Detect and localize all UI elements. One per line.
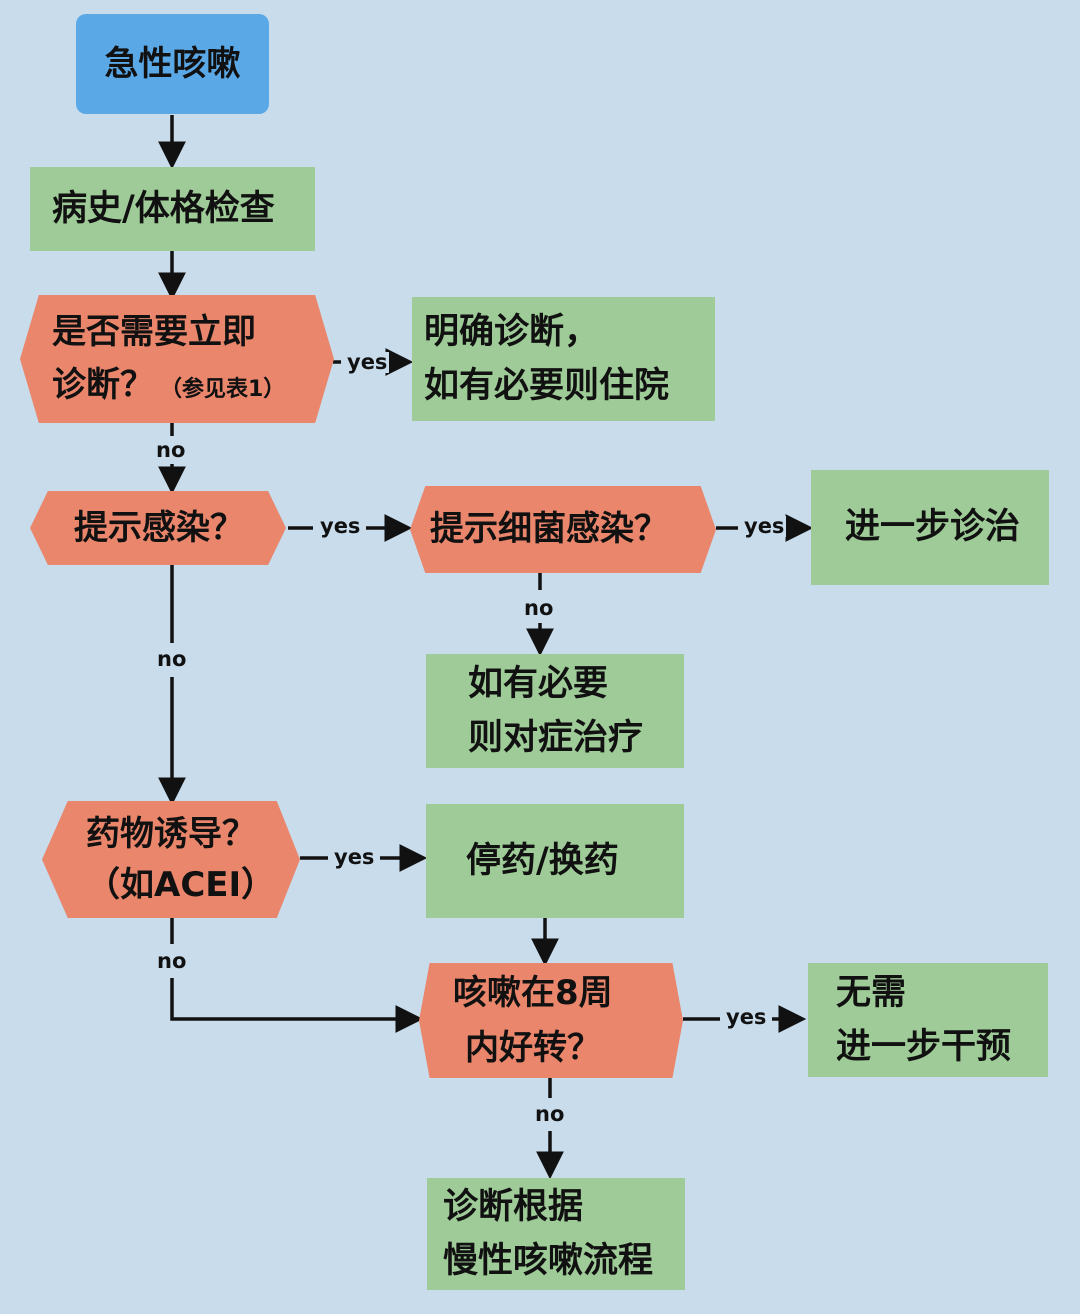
process-confirm-diagnosis-line2: 如有必要则住院 <box>424 366 670 406</box>
edge-label-yes: yes <box>345 350 390 374</box>
edge-label-no: no <box>522 596 556 620</box>
process-confirm-diagnosis-line1: 明确诊断， <box>424 311 600 352</box>
edge-label-yes: yes <box>742 514 787 538</box>
edge-label-no: no <box>154 438 188 462</box>
decision-improve-in-8-weeks-line1: 咳嗽在8周 <box>453 973 613 1014</box>
decision-suggest-infection: 提示感染？ <box>30 491 286 565</box>
decision-bacterial-infection-label: 提示细菌感染？ <box>430 509 668 550</box>
decision-immediate-diagnosis-question: 诊断？ <box>52 365 154 405</box>
process-stop-switch-drug-label: 停药/换药 <box>466 840 619 881</box>
decision-bacterial-infection: 提示细菌感染？ <box>410 486 716 573</box>
process-symptomatic-treatment: 如有必要 则对症治疗 <box>426 654 684 768</box>
process-chronic-cough-pathway-line1: 诊断根据 <box>443 1186 584 1227</box>
decision-drug-induced-line1: 药物诱导？ <box>86 813 256 854</box>
process-further-workup: 进一步诊治 <box>811 470 1049 585</box>
process-stop-switch-drug: 停药/换药 <box>426 804 684 918</box>
process-history-exam: 病史/体格检查 <box>30 167 315 251</box>
start-node-acute-cough: 急性咳嗽 <box>76 14 269 114</box>
edge-label-yes: yes <box>724 1005 769 1029</box>
decision-immediate-diagnosis: 是否需要立即 诊断？（参见表1） <box>20 295 334 423</box>
process-further-workup-label: 进一步诊治 <box>845 507 1021 548</box>
process-no-intervention-line2: 进一步干预 <box>836 1027 1012 1067</box>
start-node-label: 急性咳嗽 <box>104 43 241 84</box>
process-symptomatic-treatment-line2: 则对症治疗 <box>468 718 644 758</box>
edge-label-yes: yes <box>318 514 363 538</box>
decision-improve-in-8-weeks: 咳嗽在8周 内好转？ <box>419 963 683 1078</box>
edge-label-no: no <box>155 949 189 973</box>
process-history-exam-label: 病史/体格检查 <box>52 188 275 229</box>
decision-improve-in-8-weeks-line2: 内好转？ <box>465 1027 601 1068</box>
edge-label-no: no <box>155 647 189 671</box>
arrow-q4-no-head <box>170 978 424 1033</box>
decision-immediate-diagnosis-line2: 诊断？（参见表1） <box>52 359 334 412</box>
decision-reference-note: （参见表1） <box>160 377 286 402</box>
edge-label-yes: yes <box>332 845 377 869</box>
edge-label-no: no <box>533 1102 567 1126</box>
decision-drug-induced: 药物诱导？ （如ACEI） <box>42 801 300 918</box>
decision-immediate-diagnosis-line1: 是否需要立即 <box>52 312 256 353</box>
decision-suggest-infection-label: 提示感染？ <box>74 507 244 548</box>
process-chronic-cough-pathway: 诊断根据 慢性咳嗽流程 <box>427 1178 685 1290</box>
process-symptomatic-treatment-line1: 如有必要 <box>468 663 609 704</box>
process-chronic-cough-pathway-line2: 慢性咳嗽流程 <box>443 1241 654 1281</box>
process-no-intervention: 无需 进一步干预 <box>808 963 1048 1077</box>
process-no-intervention-line1: 无需 <box>836 972 907 1013</box>
process-confirm-diagnosis: 明确诊断， 如有必要则住院 <box>412 297 715 421</box>
decision-drug-induced-line2: （如ACEI） <box>86 864 276 905</box>
